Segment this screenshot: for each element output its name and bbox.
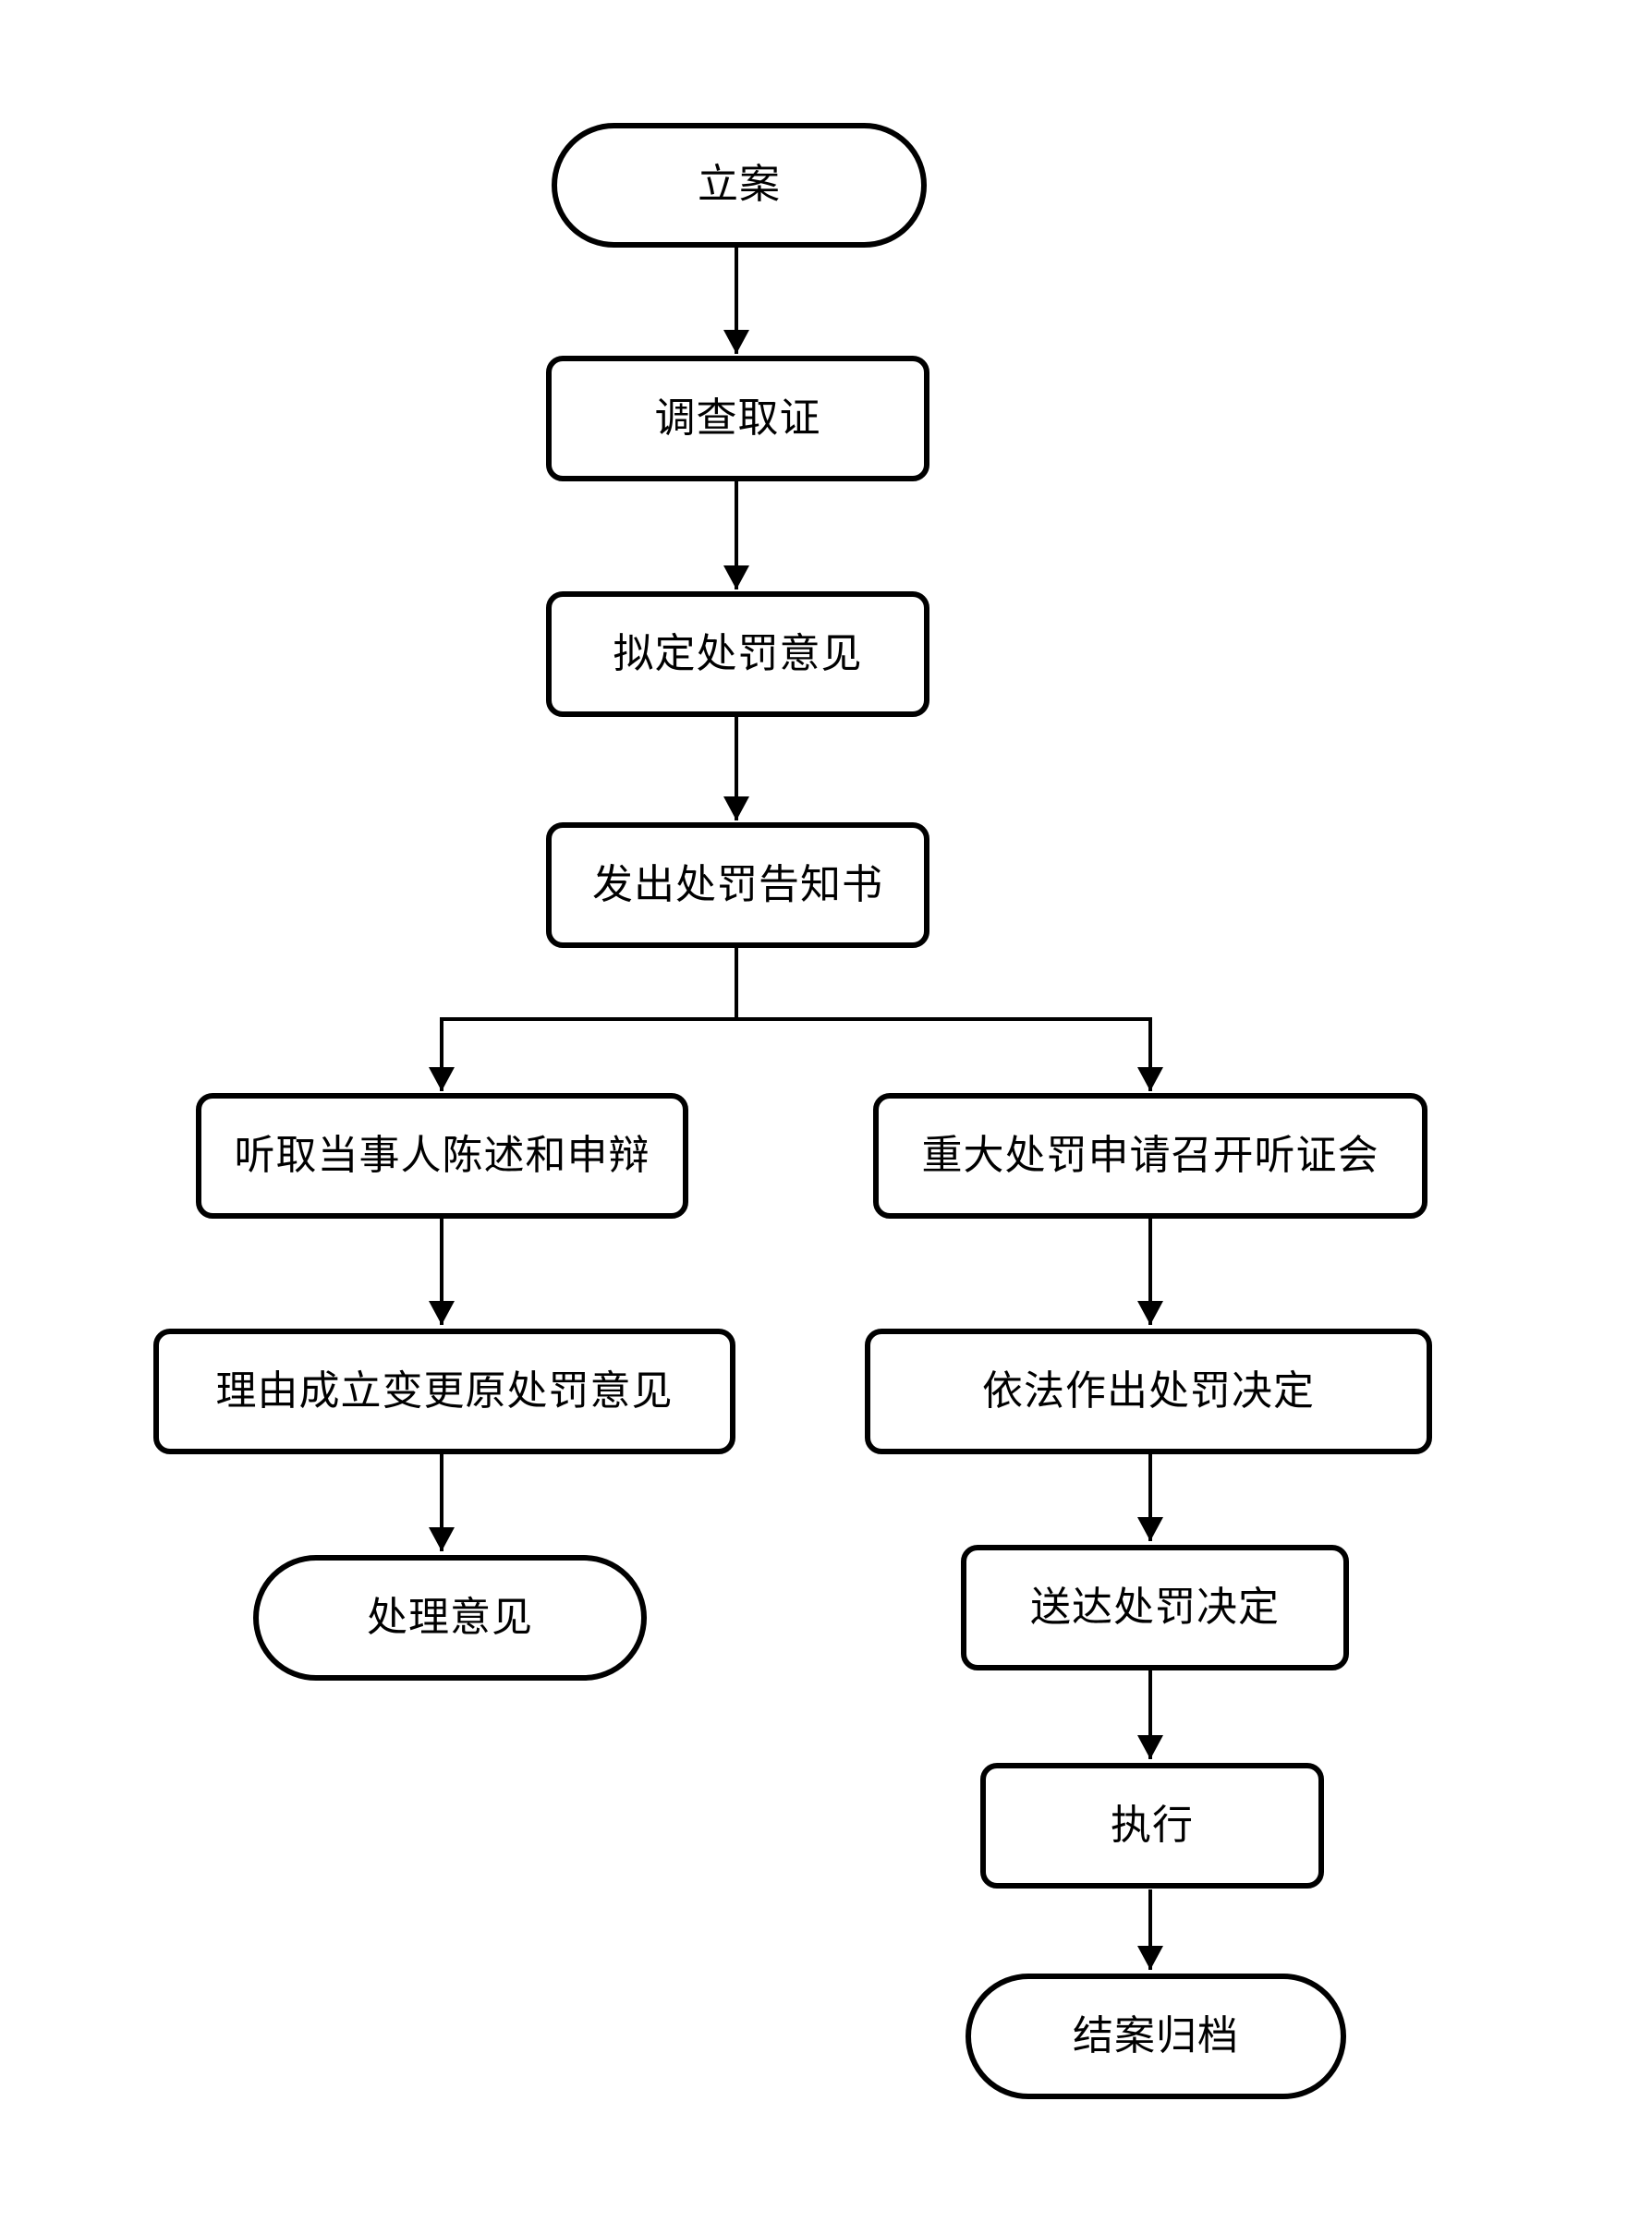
node-execute: 执行 (980, 1763, 1324, 1889)
node-major-penalty-hearing-label: 重大处罚申请召开听证会 (921, 1132, 1379, 1178)
node-issue-penalty-notice-label: 发出处罚告知书 (592, 861, 883, 907)
node-close-and-archive: 结案归档 (966, 1974, 1346, 2099)
node-investigation-label: 调查取证 (654, 395, 821, 441)
node-filing-label: 立案 (698, 162, 781, 208)
node-hear-statement-defense: 听取当事人陈述和申辩 (196, 1093, 688, 1219)
node-investigation: 调查取证 (546, 356, 929, 481)
node-handling-opinion-label: 处理意见 (367, 1594, 533, 1640)
node-filing: 立案 (552, 123, 927, 248)
node-draft-penalty-opinion-label: 拟定处罚意见 (613, 630, 863, 676)
node-hear-statement-defense-label: 听取当事人陈述和申辩 (234, 1132, 650, 1178)
node-draft-penalty-opinion: 拟定处罚意见 (546, 591, 929, 717)
node-make-penalty-decision-label: 依法作出处罚决定 (982, 1367, 1315, 1414)
node-change-original-opinion-label: 理由成立变更原处罚意见 (215, 1367, 674, 1414)
node-serve-penalty-decision-label: 送达处罚决定 (1030, 1584, 1280, 1630)
node-change-original-opinion: 理由成立变更原处罚意见 (153, 1329, 735, 1454)
node-execute-label: 执行 (1111, 1802, 1194, 1848)
node-serve-penalty-decision: 送达处罚决定 (961, 1545, 1349, 1670)
node-issue-penalty-notice: 发出处罚告知书 (546, 822, 929, 948)
node-close-and-archive-label: 结案归档 (1073, 2012, 1239, 2059)
node-make-penalty-decision: 依法作出处罚决定 (865, 1329, 1432, 1454)
node-handling-opinion: 处理意见 (253, 1555, 647, 1681)
node-major-penalty-hearing: 重大处罚申请召开听证会 (873, 1093, 1427, 1219)
